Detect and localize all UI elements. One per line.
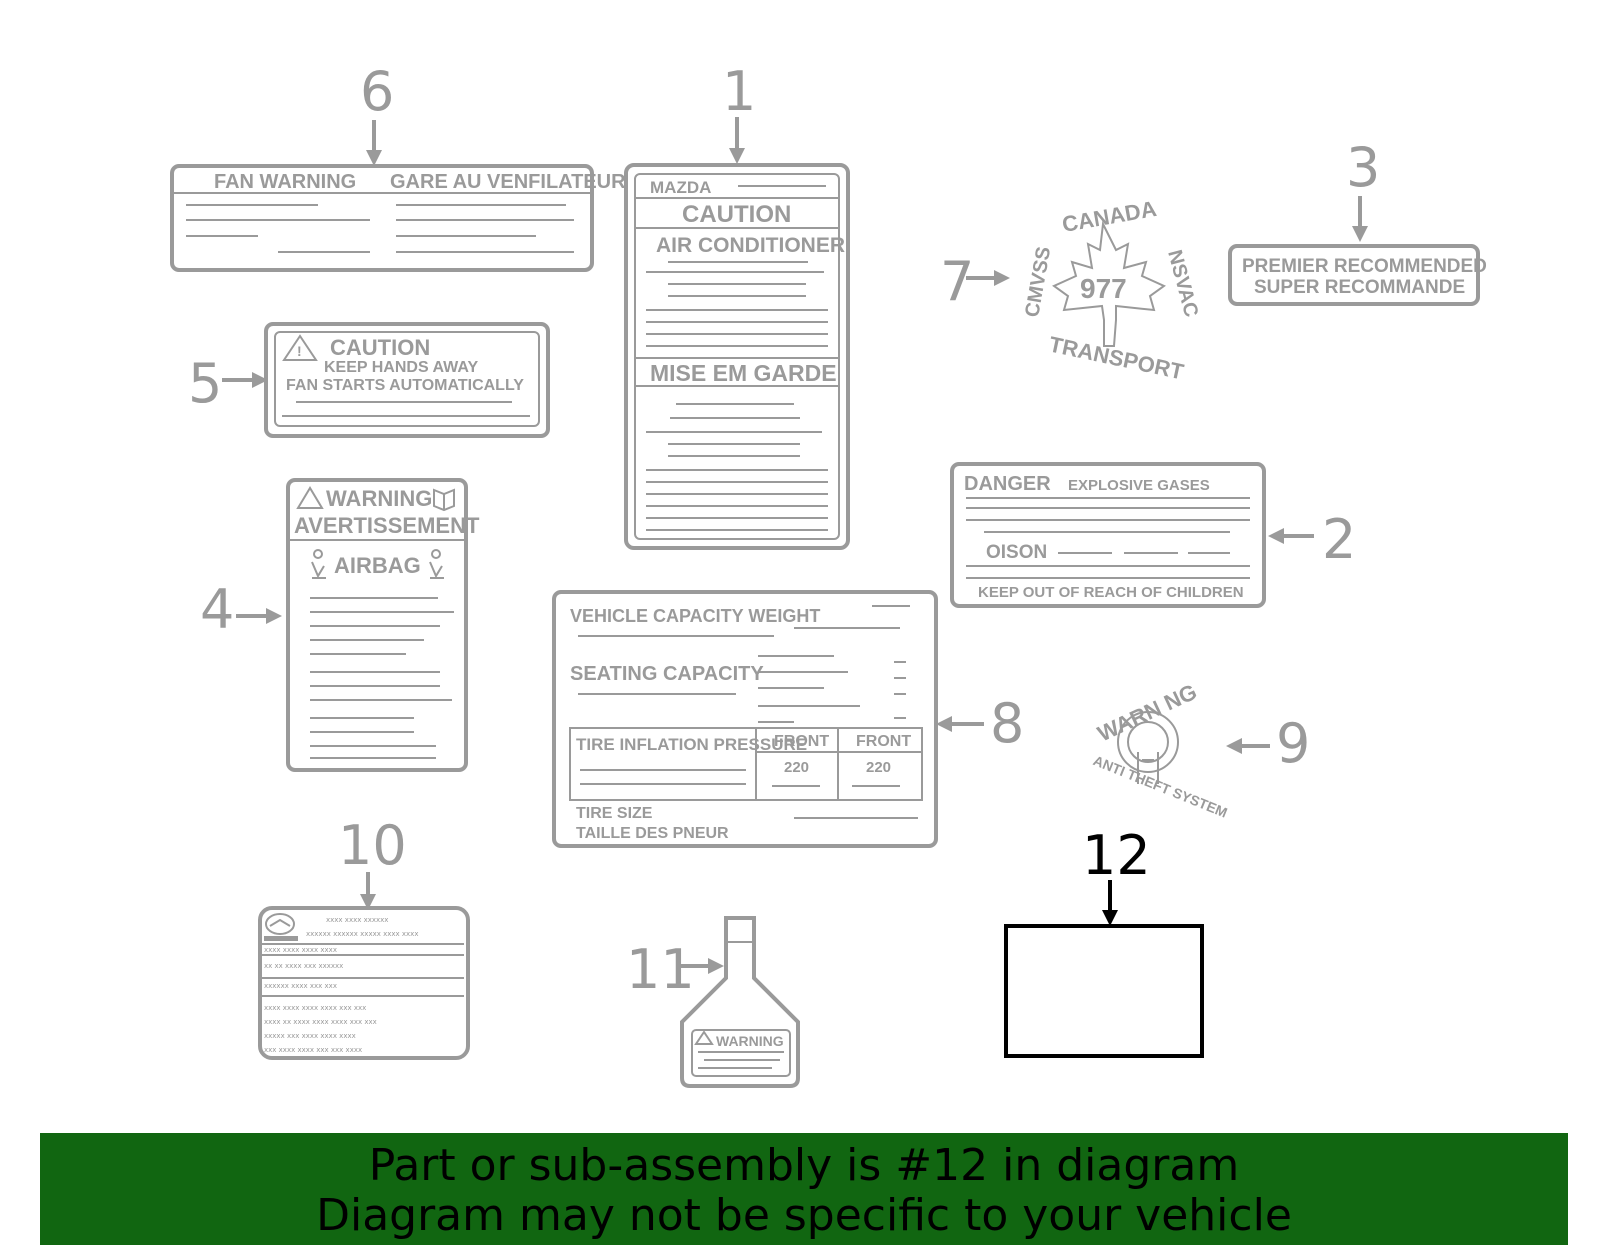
arrow-8 — [936, 716, 984, 732]
arrow-11 — [676, 958, 724, 974]
part-8-tire-pressure-label[interactable]: VEHICLE CAPACITY WEIGHT SEATING CAPACITY… — [552, 590, 938, 848]
front1-text: FRONT — [774, 733, 829, 750]
val2-text: 220 — [866, 759, 891, 776]
caution5-text: CAUTION — [330, 335, 430, 360]
part-11-coolant-warning-label[interactable]: WARNING — [680, 916, 800, 1088]
number-977-text: 977 — [1080, 273, 1127, 304]
svg-text:xxxx xx xxxx xxxx xxxx xx: xxxx xx xxxx xxxx xxxx xxx xxx — [264, 1018, 377, 1026]
arrow-1 — [729, 117, 745, 164]
caution-text: CAUTION — [682, 201, 791, 228]
callout-11: 11 — [626, 938, 695, 1001]
super-text: SUPER RECOMMANDE — [1254, 277, 1465, 298]
danger-text: DANGER — [964, 473, 1051, 495]
keep-out-text: KEEP OUT OF REACH OF CHILDREN — [978, 584, 1244, 601]
gare-au-text: GARE AU VENFILATEUR — [390, 171, 626, 193]
warning11-text: WARNING — [716, 1033, 784, 1049]
banner-line-1: Part or sub-assembly is #12 in diagram — [368, 1140, 1240, 1191]
avertissement-text: AVERTISSEMENT — [294, 513, 480, 538]
air-conditioner-text: AIR CONDITIONER — [656, 234, 845, 257]
part-10-emission-label[interactable]: xxxx xxxx xxxxxx xxxxxx xxxxxx xxxxx xxx… — [258, 906, 470, 1060]
part-7-cmvss-label[interactable]: CANADA NSVAC CMVSS TRANSPORT 977 — [1021, 196, 1202, 385]
svg-text:xxxxx xxx xxxx xxxx: xxxxx xxx xxxx xxxx xxxx — [264, 1032, 356, 1040]
book-icon — [433, 488, 455, 512]
part-2-battery-danger-label[interactable]: DANGER EXPLOSIVE GASES OISON KEEP OUT OF… — [950, 462, 1266, 608]
part-6-fan-warning-label[interactable]: FAN WARNING GARE AU VENFILATEUR — [170, 164, 626, 272]
banner-line-2: Diagram may not be specific to your vehi… — [316, 1190, 1292, 1241]
explosive-text: EXPLOSIVE GASES — [1068, 477, 1210, 494]
canada-text: CANADA — [1060, 196, 1158, 237]
svg-text:xxxx xxxx xxxx xxxx: xxxx xxxx xxxx xxxx xxx xxx — [264, 1004, 366, 1012]
keep-hands-text: KEEP HANDS AWAY — [324, 359, 478, 376]
cmvss-text: CMVSS — [1021, 245, 1055, 319]
arrow-10 — [360, 872, 376, 910]
arrow-4 — [236, 608, 282, 624]
arrow-9 — [1226, 738, 1270, 754]
taille-text: TAILLE DES PNEUR — [576, 825, 729, 842]
part-4-airbag-warning-label[interactable]: WARNING AVERTISSEMENT AIRBAG — [286, 478, 480, 772]
tire-inflation-text: TIRE INFLATION PRESSURE — [576, 735, 807, 754]
part-9-anti-theft-label[interactable]: WARN NG ANTI THEFT SYSTEM — [1091, 679, 1230, 821]
arrow-7 — [966, 270, 1010, 286]
part-1-ac-caution-label[interactable]: MAZDA CAUTION AIR CONDITIONER MISE EM GA… — [624, 163, 850, 550]
fan-starts-text: FAN STARTS AUTOMATICALLY — [286, 377, 524, 394]
arrow-5 — [222, 372, 268, 388]
airbag-text: AIRBAG — [334, 553, 421, 578]
callout-7: 7 — [940, 250, 974, 313]
anti-theft-text: ANTI THEFT SYSTEM — [1091, 752, 1230, 820]
svg-text:xxxxxx xxxx xxx: xxxxxx xxxx xxx xxx — [264, 982, 337, 990]
warning-triangle-icon: ! — [297, 343, 302, 359]
vehicle-capacity-text: VEHICLE CAPACITY WEIGHT — [570, 606, 820, 626]
part-3-premier-label[interactable]: PREMIER RECOMMENDED SUPER RECOMMANDE — [1228, 244, 1487, 306]
callout-2: 2 — [1322, 508, 1356, 571]
fan-warning-text: FAN WARNING — [214, 171, 356, 193]
seating-capacity-text: SEATING CAPACITY — [570, 663, 764, 685]
arrow-3 — [1352, 196, 1368, 242]
svg-text:xxx xxxx xxxx xxx: xxx xxxx xxxx xxx xxx xxxx — [264, 1046, 362, 1054]
info-banner: Part or sub-assembly is #12 in diagram D… — [40, 1133, 1568, 1245]
callout-8: 8 — [990, 692, 1024, 755]
svg-text:xxxx xxxx xxxx xxxx: xxxx xxxx xxxx xxxx — [264, 946, 337, 954]
arrow-2 — [1268, 528, 1314, 544]
callout-10: 10 — [338, 814, 407, 877]
callout-12: 12 — [1082, 824, 1151, 887]
nsvac-text: NSVAC — [1163, 248, 1202, 320]
arrow-12 — [1102, 880, 1118, 926]
svg-text:xxxxxx xxxxxx xxxxx xxxx x: xxxxxx xxxxxx xxxxx xxxx xxxx — [306, 930, 418, 938]
part-5-fan-caution-label[interactable]: ! CAUTION KEEP HANDS AWAY FAN STARTS AUT… — [264, 322, 550, 438]
callout-1: 1 — [722, 60, 756, 123]
callout-4: 4 — [200, 578, 234, 641]
mazda-text: MAZDA — [650, 178, 711, 197]
callout-9: 9 — [1276, 712, 1310, 775]
svg-text:xxxx xxxx xxxxxx: xxxx xxxx xxxxxx — [326, 916, 388, 924]
mise-en-garde-text: MISE EM GARDE — [650, 360, 837, 386]
callout-3: 3 — [1346, 136, 1380, 199]
part-12-label-highlighted[interactable] — [1004, 924, 1204, 1058]
tire-size-text: TIRE SIZE — [576, 805, 653, 822]
svg-text:xx xx xxxx xxx xxxxxx: xx xx xxxx xxx xxxxxx — [264, 962, 343, 970]
arrow-6 — [366, 120, 382, 166]
callout-5: 5 — [188, 352, 222, 415]
child-seat-icon — [311, 549, 444, 579]
warning4-text: WARNING — [326, 486, 432, 511]
transport-text: TRANSPORT — [1047, 331, 1187, 384]
premier-text: PREMIER RECOMMENDED — [1242, 256, 1487, 277]
front2-text: FRONT — [856, 733, 911, 750]
callout-6: 6 — [360, 60, 394, 123]
val1-text: 220 — [784, 759, 809, 776]
oison-text: OISON — [986, 542, 1047, 563]
